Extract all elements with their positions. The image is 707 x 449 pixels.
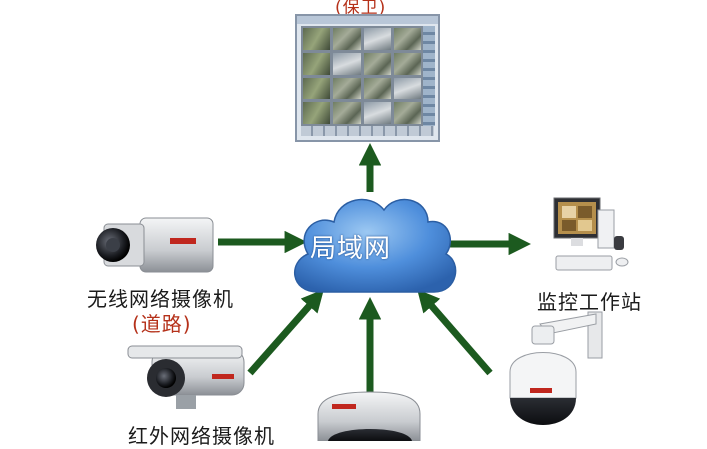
desktop-workstation-icon <box>553 197 629 271</box>
workstation-label: 监控工作站 <box>537 290 642 314</box>
wireless-camera-label: 无线网络摄像机 <box>87 287 234 311</box>
arrow-ptz-to-cloud <box>417 289 493 376</box>
dome-camera-icon <box>317 391 421 441</box>
infrared-bullet-camera-icon <box>127 345 245 409</box>
arrow-infrared-to-cloud <box>247 289 324 376</box>
monitor-label: (保卫) <box>335 0 387 18</box>
infrared-camera-label: 红外网络摄像机 <box>128 424 275 448</box>
cloud-icon <box>293 198 457 293</box>
cloud-label: 局域网 <box>310 234 392 264</box>
wireless-camera-sublabel: (道路) <box>132 312 192 336</box>
box-camera-icon <box>96 217 214 273</box>
ptz-speed-dome-icon <box>509 311 603 425</box>
monitor-icon <box>295 14 440 142</box>
